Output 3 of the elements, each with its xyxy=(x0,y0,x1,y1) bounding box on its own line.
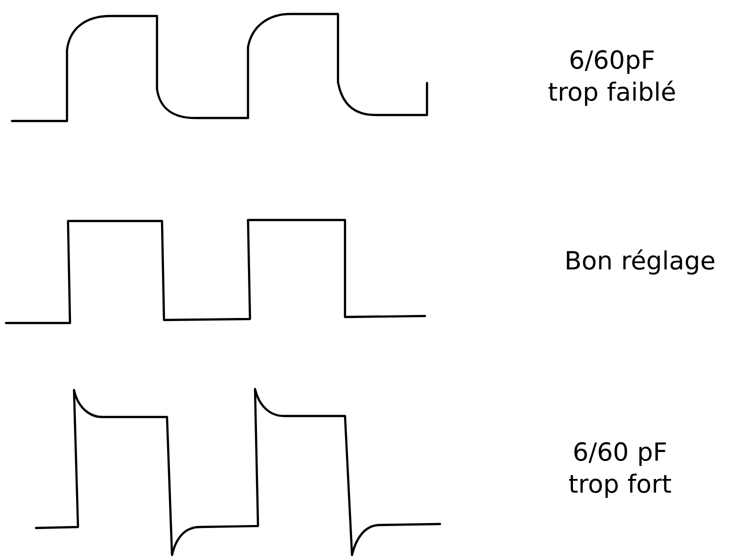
waveform-caption: 6/60 pF trop fort xyxy=(569,442,671,498)
waveform-caption: 6/60pF trop faiblé xyxy=(548,50,675,106)
waveform-caption: Bon réglage xyxy=(566,249,714,275)
